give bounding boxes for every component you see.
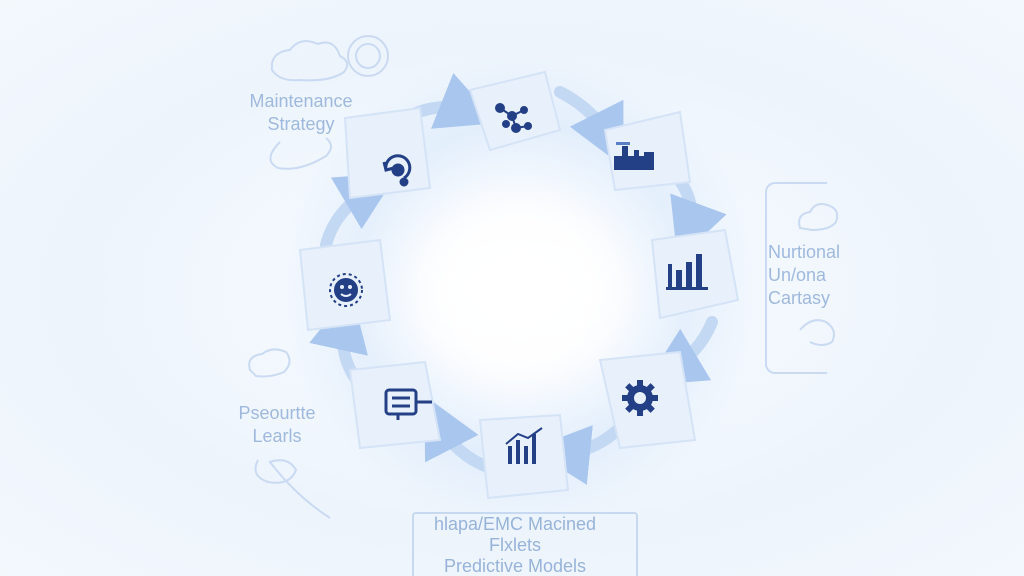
decorative-doodles [248,35,839,519]
molecule-network-icon [495,103,532,133]
label-nutritional-line-1: Nurtional [768,242,841,262]
ring-center [420,190,620,390]
label-maintenance-line-2: Strategy [267,114,335,134]
cloud-doodle-bottom-left [248,348,291,378]
node-1-shape [468,70,562,152]
arrow-5 [530,422,626,485]
trend-chart-icon [505,427,543,464]
label-pseourtte-line-2: Learls [252,426,302,446]
label-bottom-line-3: Predictive Models [443,556,587,576]
node-2-shape [603,110,692,192]
label-pseourtte-line-1: Pseourtte [238,403,316,423]
label-maintenance-strategy: Maintenance Strategy [236,90,366,136]
bottom-label-box [412,512,638,576]
label-bottom-line-1: hlapa/EMC Macined [433,514,597,534]
cloud-doodle-right [798,203,839,232]
label-nutritional-line-3: Cartasy [768,288,831,308]
bar-chart-icon [666,254,708,290]
curl-doodle-left [269,137,332,170]
sun-face-icon [329,273,363,307]
label-predictive-models: hlapa/EMC Macined Flxlets Predictive Mod… [400,514,630,576]
node-3-shape [650,228,740,320]
side-bracket [765,182,827,374]
ring-doodle-top-left [347,35,389,77]
label-bottom-line-2: Flxlets [488,535,541,555]
label-pseourtte-learls: Pseourtte Learls [222,402,332,448]
factory-icon [614,142,654,170]
cloud-doodle-right-lower [799,319,835,346]
arrow-2 [554,86,624,167]
gear-icon [622,380,658,416]
swirl-doodle-bottom-left [254,459,331,519]
refresh-gear-icon [382,154,412,187]
server-rack-icon [384,388,432,420]
label-nutritional: Nurtional Un/ona Cartasy [768,241,868,310]
label-nutritional-line-2: Un/ona [768,265,827,285]
arrow-3 [670,172,727,261]
label-maintenance-line-1: Maintenance [249,91,353,111]
cloud-doodle-top-left [270,40,349,82]
